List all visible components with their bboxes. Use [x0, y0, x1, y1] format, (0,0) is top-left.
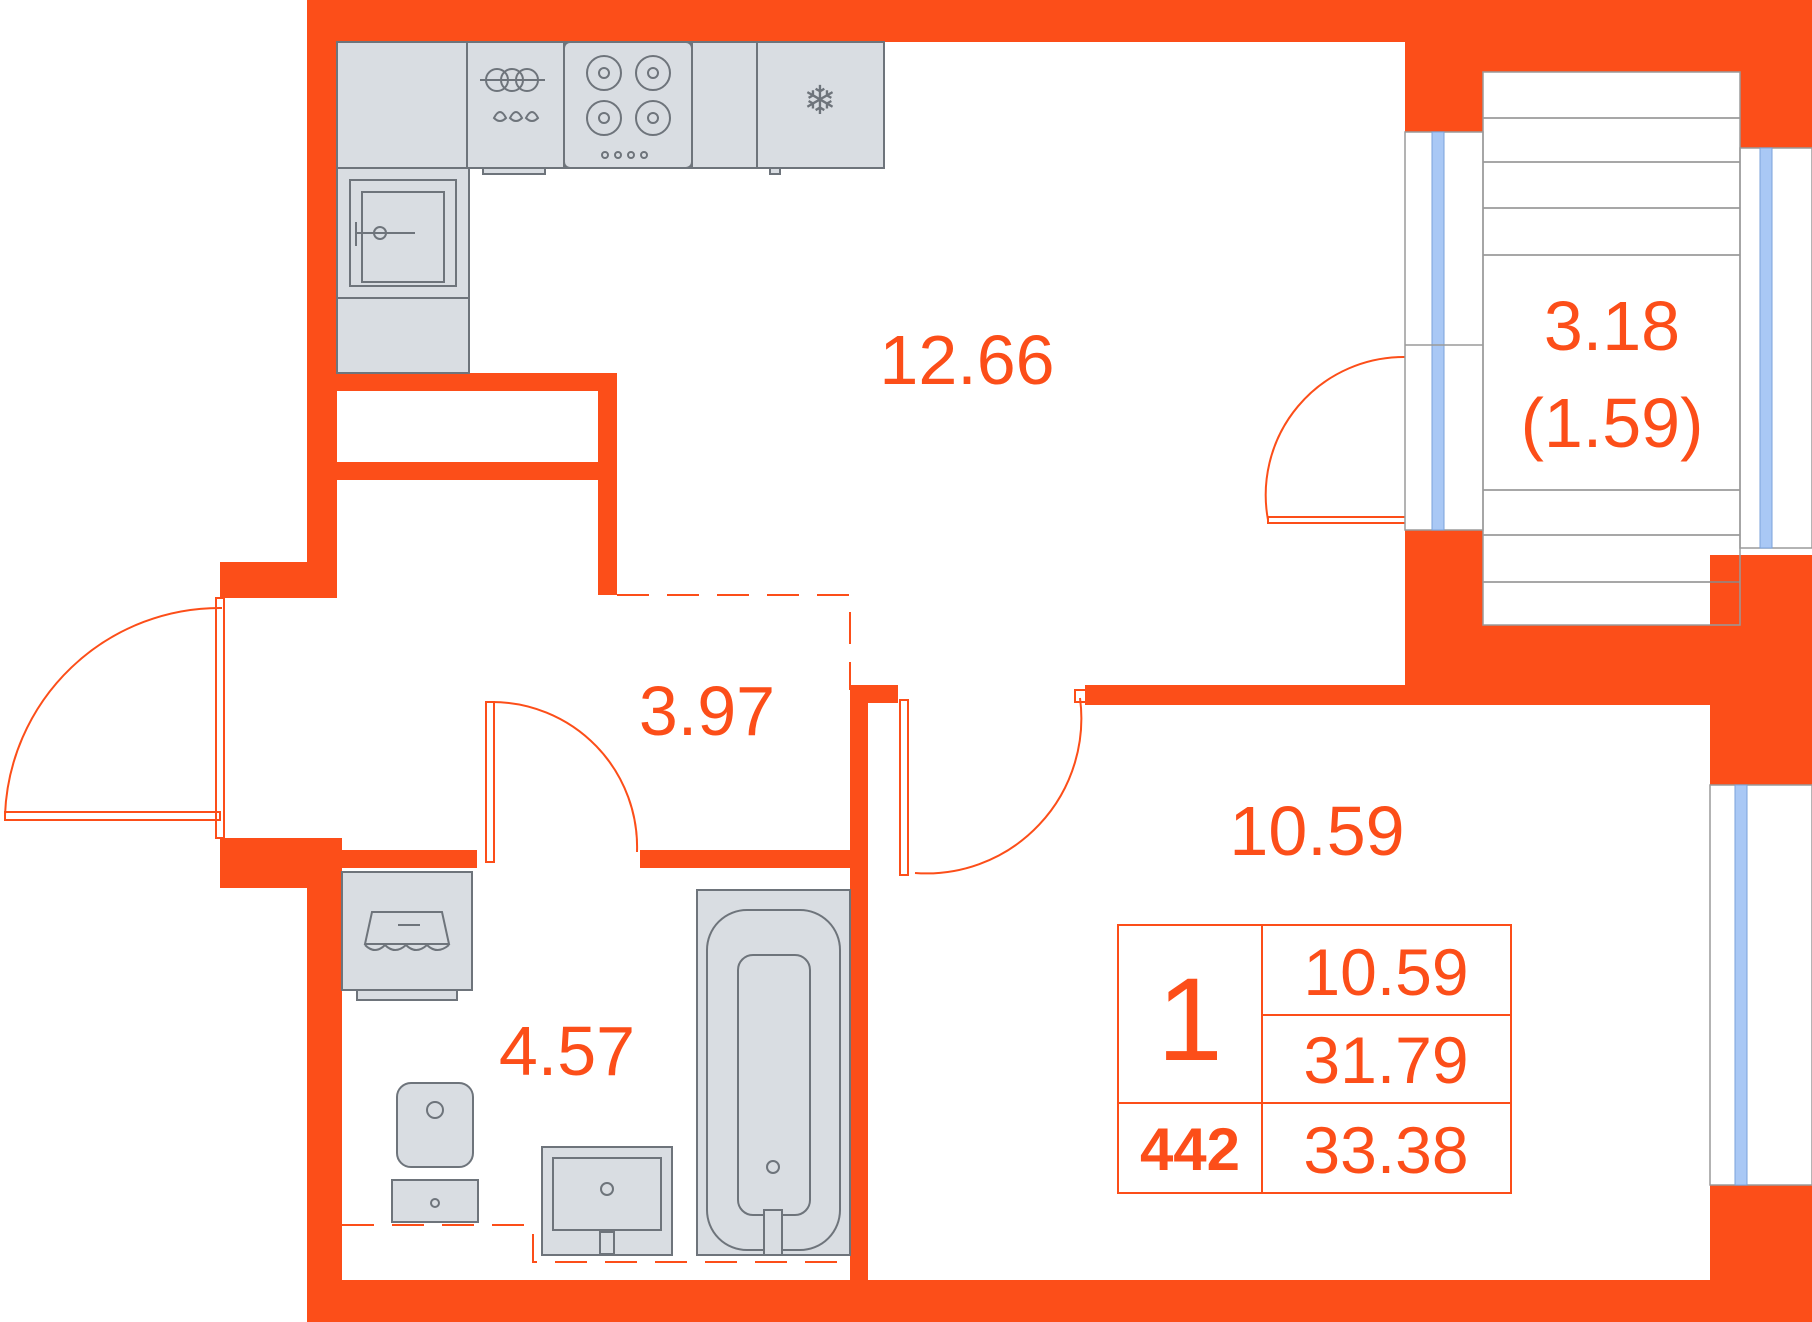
rooms-count: 1	[1157, 954, 1223, 1086]
wall-right-bottom	[1710, 1183, 1812, 1322]
wall-balcony-top-jamb	[1405, 42, 1483, 132]
counter-cabinet-mid	[691, 41, 758, 169]
wall-balcony-side-top	[1483, 42, 1740, 72]
bedroom-area: 10.59	[1229, 792, 1404, 870]
hallway-kitchen-boundary	[617, 594, 851, 690]
hallway-area: 3.97	[639, 672, 775, 750]
bedroom-window	[1709, 784, 1812, 1186]
toilet-icon	[391, 1082, 479, 1223]
balcony-outer-window	[1739, 147, 1812, 549]
apartment-summary-table: 1 442 10.59 31.79 33.38	[1117, 924, 1512, 1194]
cooktop-icon	[563, 41, 693, 169]
wall-bathroom-top	[640, 850, 868, 868]
balcony-door	[1264, 355, 1409, 524]
snowflake-icon: ❄	[803, 78, 837, 124]
wall-kitchen-partition-v	[598, 373, 617, 595]
kitchen-living-area: 12.66	[879, 321, 1054, 399]
living-area-value: 10.59	[1303, 935, 1468, 1009]
refrigerator: ❄	[756, 41, 885, 175]
wall-left-upper	[307, 0, 337, 598]
wall-kitchen-partition-h	[337, 373, 617, 391]
wall-left-lower	[307, 838, 342, 1322]
total-area-value: 31.79	[1303, 1023, 1468, 1097]
wall-top	[307, 0, 1812, 42]
balcony-floor-slats	[1483, 117, 1740, 583]
entrance-door	[4, 597, 225, 839]
balcony-area: 3.18	[1544, 287, 1680, 365]
balcony-inner-window	[1404, 131, 1484, 531]
wall-bedroom-door-jamb	[868, 685, 898, 703]
wall-entry-jamb-top	[220, 562, 337, 598]
sink-icon	[541, 1146, 673, 1256]
wall-balcony-bottom	[1483, 625, 1740, 695]
bathroom-zone-line	[342, 1224, 850, 1263]
bathroom-door	[485, 701, 639, 863]
bathroom-area: 4.57	[499, 1012, 635, 1090]
bathtub-icon	[696, 889, 851, 1256]
kitchen-fixtures: ❄	[336, 41, 885, 374]
wall-bedroom-left	[850, 685, 868, 1322]
balcony-outline	[1482, 71, 1741, 626]
windows	[1404, 131, 1812, 1186]
doors	[4, 355, 1409, 876]
bedroom-door	[899, 689, 1088, 876]
wall-balcony-bottom-jamb	[1405, 530, 1483, 695]
bathroom-fixtures	[341, 871, 851, 1256]
oven-icon	[336, 167, 470, 299]
zone-lines	[342, 594, 851, 1263]
apartment-number: 442	[1140, 1116, 1240, 1183]
total-area-with-balcony-value: 33.38	[1303, 1113, 1468, 1187]
room-labels: 12.66 3.18 (1.59) 3.97 10.59 4.57	[499, 287, 1704, 1090]
wall-kitchen-partition-h2	[337, 462, 617, 480]
wall-bathroom-top-left	[337, 850, 477, 868]
washing-machine-icon	[341, 871, 473, 1001]
balcony-reduced-area: (1.59)	[1521, 384, 1704, 462]
walls	[220, 0, 1812, 1322]
wall-right-top	[1740, 0, 1812, 148]
counter-cabinet-corner	[336, 41, 468, 169]
wall-bottom	[307, 1280, 1812, 1322]
dishwasher-icon	[466, 41, 565, 175]
